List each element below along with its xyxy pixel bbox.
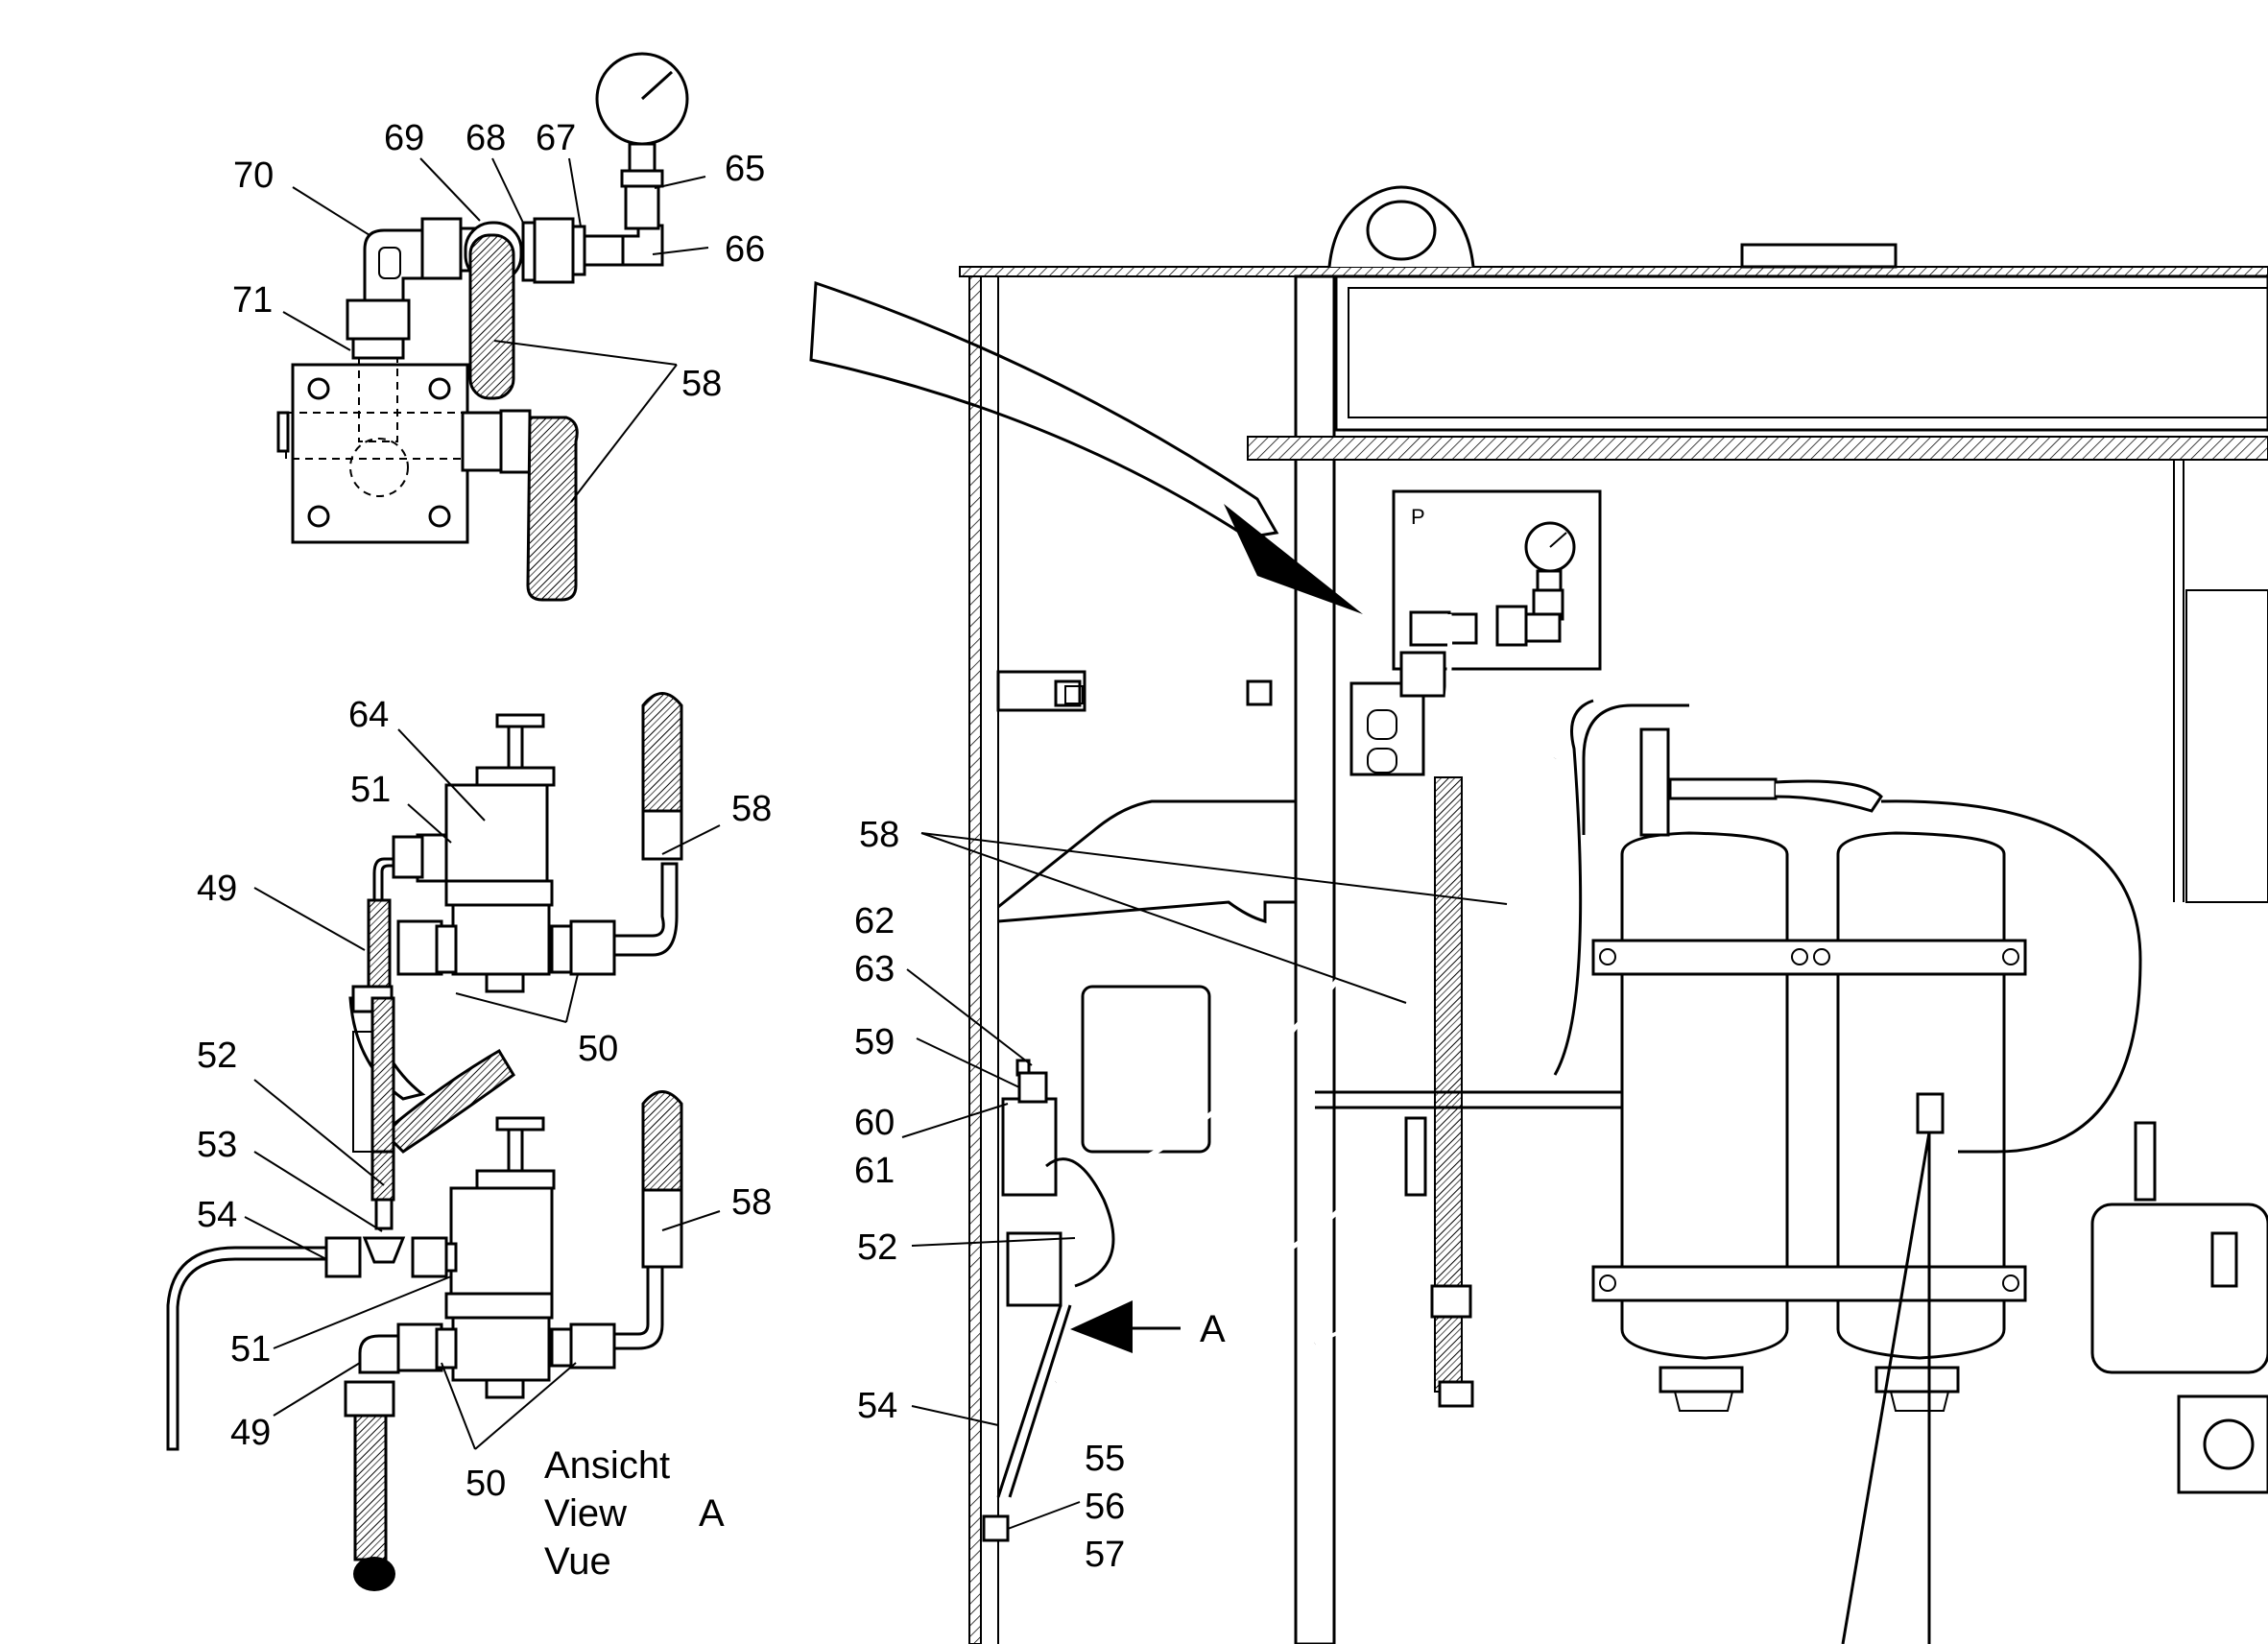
main-assembly: P bbox=[809, 185, 2268, 1644]
elbow-70 bbox=[363, 228, 424, 302]
callout-50-lower: 50 bbox=[466, 1464, 506, 1504]
elbow-49-lower bbox=[358, 1334, 400, 1374]
leader-lines bbox=[244, 157, 1508, 1530]
callout-57: 57 bbox=[1085, 1535, 1125, 1575]
callout-67: 67 bbox=[536, 118, 576, 158]
callout-71: 71 bbox=[232, 280, 273, 321]
lifting-eye bbox=[1327, 185, 1475, 268]
detail-valve-block bbox=[276, 52, 689, 602]
callout-58-mid: 58 bbox=[731, 789, 772, 829]
callout-61: 61 bbox=[854, 1151, 895, 1191]
regulator-lower bbox=[449, 1186, 554, 1296]
callout-59: 59 bbox=[854, 1022, 895, 1062]
callout-60: 60 bbox=[854, 1103, 895, 1143]
detail-regulator-upper bbox=[348, 692, 683, 1202]
view-a-arrow-label: A bbox=[1200, 1308, 1226, 1350]
callout-63: 63 bbox=[854, 949, 895, 989]
fitting-68 bbox=[533, 217, 575, 284]
hose-58-mid bbox=[641, 692, 683, 813]
callout-51-upper: 51 bbox=[350, 770, 391, 810]
tee-53 bbox=[362, 1236, 406, 1264]
regulator-knob-upper bbox=[495, 713, 545, 728]
fitting-65 bbox=[620, 169, 664, 188]
callout-66: 66 bbox=[725, 229, 765, 270]
callout-58-top: 58 bbox=[681, 364, 722, 404]
caption-view: View bbox=[544, 1492, 627, 1535]
gauge-panel-label: P bbox=[1411, 505, 1425, 529]
main-regulator-upper bbox=[1001, 1097, 1058, 1197]
callout-labels: 70 69 68 67 65 66 71 58 64 51 49 58 50 5… bbox=[197, 118, 1125, 1575]
caption-vue: Vue bbox=[544, 1540, 611, 1583]
hose-58-lower bbox=[526, 416, 579, 602]
fitting-67 bbox=[571, 225, 586, 276]
callout-54-main: 54 bbox=[857, 1386, 897, 1426]
caption-view-letter: A bbox=[699, 1492, 725, 1535]
callout-54-detail: 54 bbox=[197, 1195, 237, 1235]
filter-clamp-lower bbox=[1591, 1265, 2027, 1302]
callout-49-lower: 49 bbox=[230, 1413, 271, 1453]
callout-58-lower: 58 bbox=[731, 1182, 772, 1223]
callout-58-main: 58 bbox=[859, 815, 899, 855]
callout-70: 70 bbox=[233, 155, 274, 196]
callout-69: 69 bbox=[384, 118, 424, 158]
mounting-plate bbox=[291, 363, 469, 544]
main-regulator-lower bbox=[1006, 1231, 1062, 1307]
callout-55: 55 bbox=[1085, 1439, 1125, 1479]
hose-lower-left bbox=[353, 1414, 388, 1561]
cross-rail bbox=[1247, 436, 2268, 461]
detail-regulator-lower bbox=[166, 1090, 683, 1591]
regulator-64 bbox=[444, 783, 549, 883]
hose-58-upper bbox=[468, 233, 515, 400]
filter-clamp-upper bbox=[1591, 939, 2027, 976]
callout-49-upper: 49 bbox=[197, 869, 237, 909]
callout-53: 53 bbox=[197, 1125, 237, 1165]
upper-panel bbox=[1334, 274, 2268, 432]
detail-pointer-arrowhead bbox=[1224, 504, 1363, 614]
view-caption: Ansicht View A Vue bbox=[544, 1444, 725, 1583]
callout-50-upper: 50 bbox=[578, 1029, 618, 1069]
manifold-block bbox=[1349, 681, 1425, 776]
fitting-71 bbox=[346, 298, 411, 341]
fitting-66 bbox=[621, 224, 664, 267]
mid-frame-post bbox=[1294, 274, 1336, 1644]
callout-65: 65 bbox=[725, 149, 765, 189]
callout-56: 56 bbox=[1085, 1487, 1125, 1527]
callout-64: 64 bbox=[348, 695, 389, 735]
right-edge-box bbox=[2090, 1203, 2268, 1374]
caption-ansicht: Ansicht bbox=[544, 1444, 670, 1487]
view-a-arrow bbox=[1070, 1300, 1133, 1353]
callout-68: 68 bbox=[466, 118, 506, 158]
callout-52-detail: 52 bbox=[197, 1036, 237, 1076]
callout-52-main: 52 bbox=[857, 1227, 897, 1268]
callout-62: 62 bbox=[854, 901, 895, 941]
hose-54-left bbox=[166, 1246, 328, 1451]
callout-51-lower: 51 bbox=[230, 1329, 271, 1370]
access-cover bbox=[1081, 985, 1211, 1154]
left-frame-post bbox=[968, 275, 982, 1644]
